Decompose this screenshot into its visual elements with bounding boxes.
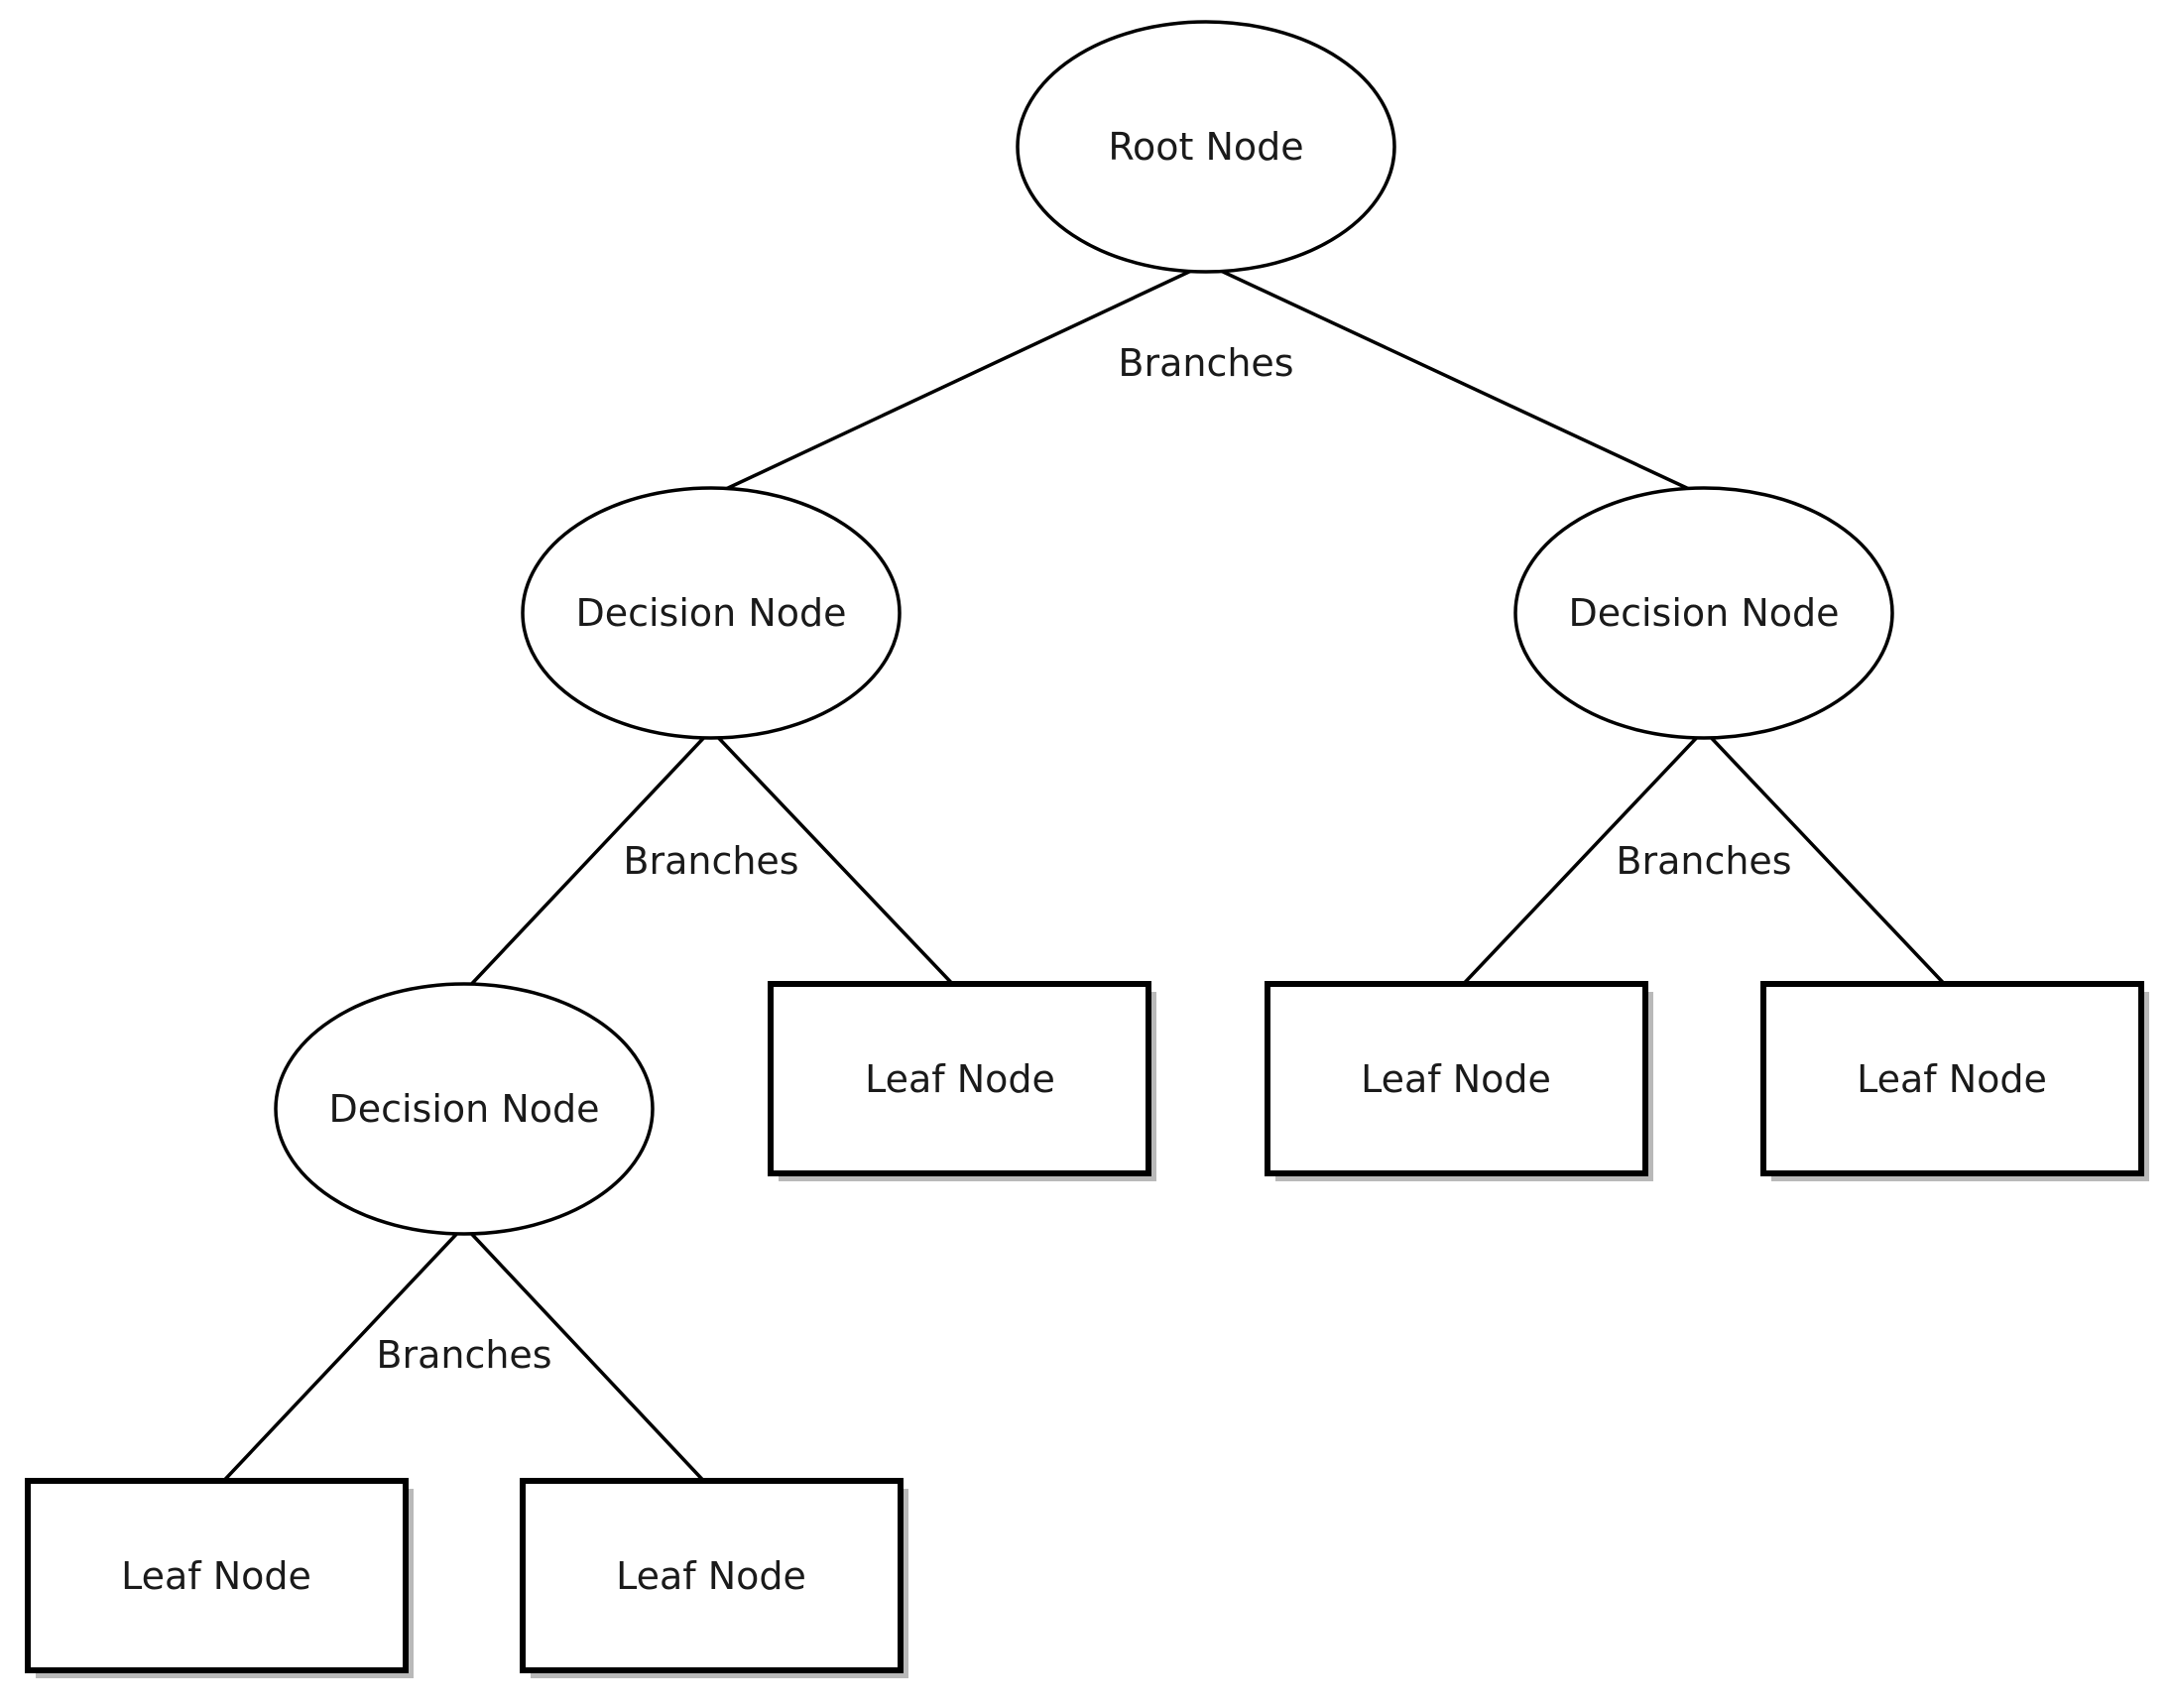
leaf-node-right-2: Leaf Node: [1760, 981, 2149, 1181]
decision-node-left: Decision Node: [521, 486, 902, 740]
edges: [214, 262, 1954, 1491]
decision-node-left-label: Decision Node: [575, 591, 846, 635]
edge-decision-left-to-decision-lower-left: [462, 728, 713, 994]
decision-node-right-ellipse: [1513, 486, 1894, 740]
leaf-node-right-1-rect: [1265, 981, 1648, 1176]
leaf-node-middle-rect: [768, 981, 1151, 1176]
edge-root-to-decision-right: [1205, 262, 1705, 498]
leaf-node-bottom-1-label: Leaf Node: [121, 1554, 311, 1598]
edge-root-to-decision-left: [710, 262, 1207, 498]
decision-node-lower-left-label: Decision Node: [328, 1087, 599, 1131]
leaf-node-right-2-label: Leaf Node: [1857, 1057, 2047, 1101]
nodes: Root Node Decision Node Decision Node De…: [25, 20, 2149, 1678]
leaf-node-right-1-label: Leaf Node: [1361, 1057, 1551, 1101]
branches-label-lower-left: Branches: [376, 1333, 551, 1377]
edge-decision-lower-left-to-leaf-bottom-2: [462, 1224, 713, 1491]
edge-decision-lower-left-to-leaf-bottom-1: [214, 1224, 466, 1491]
root-node-label: Root Node: [1108, 125, 1303, 169]
root-node: Root Node: [1016, 20, 1396, 274]
edge-decision-right-to-leaf-right-2: [1702, 728, 1954, 994]
decision-node-left-ellipse: [521, 486, 902, 740]
leaf-node-middle-label: Leaf Node: [865, 1057, 1055, 1101]
decision-node-lower-left: Decision Node: [274, 982, 655, 1236]
branches-label-left: Branches: [623, 839, 798, 883]
decision-node-right-label: Decision Node: [1568, 591, 1839, 635]
edge-labels: Branches Branches Branches Branches: [376, 341, 1791, 1377]
edge-decision-left-to-leaf-middle: [709, 728, 962, 994]
leaf-node-bottom-2-rect: [520, 1478, 904, 1673]
leaf-node-bottom-1-rect: [25, 1478, 409, 1673]
decision-node-right: Decision Node: [1513, 486, 1894, 740]
root-node-ellipse: [1016, 20, 1396, 274]
leaf-node-middle: Leaf Node: [768, 981, 1156, 1181]
leaf-node-bottom-2: Leaf Node: [520, 1478, 908, 1678]
decision-node-lower-left-ellipse: [274, 982, 655, 1236]
leaf-node-bottom-2-label: Leaf Node: [616, 1554, 806, 1598]
edge-decision-right-to-leaf-right-1: [1454, 728, 1706, 994]
branches-label-right: Branches: [1616, 839, 1791, 883]
leaf-node-bottom-1: Leaf Node: [25, 1478, 414, 1678]
branches-label-root: Branches: [1118, 341, 1293, 385]
leaf-node-right-2-rect: [1760, 981, 2144, 1176]
leaf-node-right-1: Leaf Node: [1265, 981, 1653, 1181]
